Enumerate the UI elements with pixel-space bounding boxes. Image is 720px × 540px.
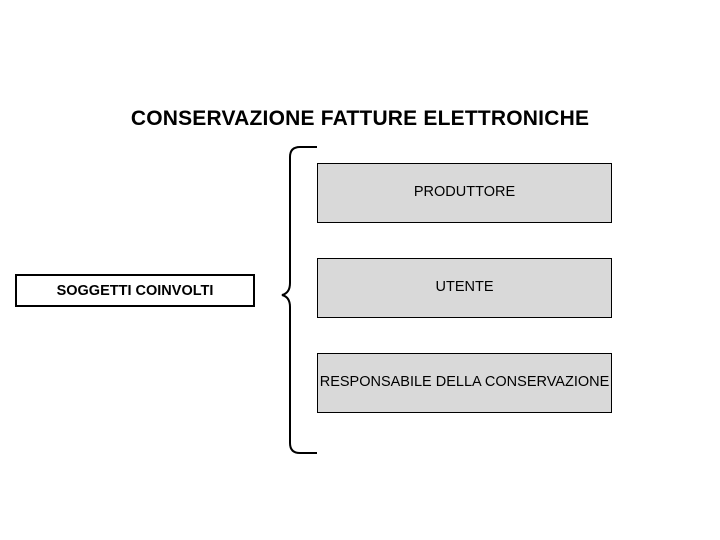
item-box-utente: UTENTE bbox=[317, 258, 612, 318]
category-box-label: SOGGETTI COINVOLTI bbox=[56, 282, 214, 299]
page-title: CONSERVAZIONE FATTURE ELETTRONICHE bbox=[130, 107, 590, 130]
item-box-label: UTENTE bbox=[435, 279, 494, 296]
bracket-connector bbox=[281, 146, 317, 454]
item-box-label: RESPONSABILE DELLA CONSERVAZIONE bbox=[319, 374, 610, 391]
item-box-produttore: PRODUTTORE bbox=[317, 163, 612, 223]
item-box-label: PRODUTTORE bbox=[413, 184, 516, 201]
item-box-responsabile-della-conservazione: RESPONSABILE DELLA CONSERVAZIONE bbox=[317, 353, 612, 413]
category-box-soggetti-coinvolti: SOGGETTI COINVOLTI bbox=[15, 274, 255, 307]
